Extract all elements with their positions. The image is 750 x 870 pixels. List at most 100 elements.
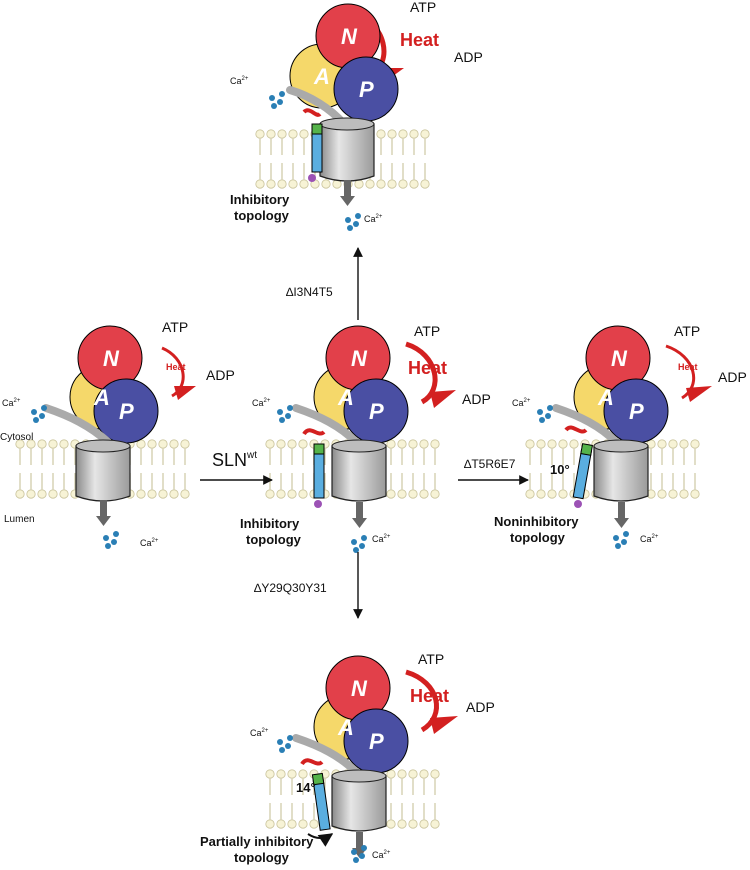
ca-ion bbox=[621, 539, 627, 545]
lipid-head bbox=[690, 439, 700, 449]
lipid-head bbox=[37, 439, 47, 449]
lipid-head bbox=[558, 489, 568, 499]
adp-label: ADP bbox=[466, 699, 495, 715]
lipid-head bbox=[386, 819, 396, 829]
lipid-head bbox=[420, 179, 430, 189]
atp-label: ATP bbox=[414, 323, 440, 339]
lipid-head bbox=[387, 129, 397, 139]
ca-ion bbox=[355, 213, 361, 219]
lipid-head bbox=[430, 489, 440, 499]
lipid-head bbox=[536, 489, 546, 499]
heat-label: Heat bbox=[408, 358, 447, 378]
lipid-head bbox=[397, 439, 407, 449]
label-a: A bbox=[337, 385, 354, 410]
lipid-head bbox=[288, 179, 298, 189]
lipid-head bbox=[657, 489, 667, 499]
label-p: P bbox=[119, 399, 134, 424]
lipid-head bbox=[525, 489, 535, 499]
label-a: A bbox=[597, 385, 614, 410]
panel-wild-type: N A P ATP ADP Heat Ca2+ Ca2+ Cytosol Lum… bbox=[0, 319, 235, 549]
lipid-head bbox=[419, 819, 429, 829]
lipid-head bbox=[299, 129, 309, 139]
lipid-head bbox=[525, 439, 535, 449]
label-n: N bbox=[351, 346, 368, 371]
ca-ion bbox=[353, 221, 359, 227]
ca-ion bbox=[351, 539, 357, 545]
lipid-head bbox=[409, 179, 419, 189]
lipid-head bbox=[299, 179, 309, 189]
lipid-head bbox=[420, 129, 430, 139]
lipid-head bbox=[408, 819, 418, 829]
lipid-head bbox=[169, 439, 179, 449]
sln-green bbox=[311, 123, 323, 135]
label-p: P bbox=[629, 399, 644, 424]
lipid-head bbox=[276, 769, 286, 779]
lipid-head bbox=[37, 489, 47, 499]
ca-in-label: Ca2+ bbox=[2, 398, 21, 408]
lipid-head bbox=[547, 489, 557, 499]
lipid-head bbox=[15, 489, 25, 499]
lipid-head bbox=[376, 129, 386, 139]
heat-arrow bbox=[405, 341, 438, 405]
lipid-head bbox=[169, 489, 179, 499]
tm-top bbox=[319, 117, 375, 131]
lipid-head bbox=[277, 129, 287, 139]
ca-ion bbox=[277, 99, 283, 105]
atp-label: ATP bbox=[410, 0, 436, 15]
heat-label: Heat bbox=[400, 30, 439, 50]
lumen-label: Lumen bbox=[4, 514, 35, 525]
lipid-head bbox=[668, 439, 678, 449]
sln-green bbox=[580, 443, 594, 456]
ca-cluster-out bbox=[103, 531, 119, 549]
adp-label: ADP bbox=[718, 369, 747, 385]
lipid-head bbox=[536, 439, 546, 449]
ca-ion bbox=[279, 417, 285, 423]
ca-ion bbox=[361, 535, 367, 541]
ca-ion bbox=[41, 405, 47, 411]
lipid-head bbox=[158, 489, 168, 499]
tm-top bbox=[593, 439, 649, 453]
lipid-head bbox=[136, 489, 146, 499]
heat-arrowhead bbox=[430, 390, 456, 408]
tm-cylinder bbox=[593, 445, 649, 502]
tm-cylinder bbox=[75, 445, 131, 502]
heat-label: Heat bbox=[678, 362, 698, 372]
label-a: A bbox=[313, 64, 330, 89]
lipid-head bbox=[398, 179, 408, 189]
ca-ion bbox=[279, 91, 285, 97]
heat-label: Heat bbox=[166, 362, 186, 372]
ca-out-arrow bbox=[356, 502, 363, 518]
lipid-head bbox=[309, 819, 319, 829]
lipid-head bbox=[298, 769, 308, 779]
lipid-head bbox=[376, 179, 386, 189]
label-n: N bbox=[103, 346, 120, 371]
topology-label-2: topology bbox=[246, 532, 302, 547]
ca-ion bbox=[33, 417, 39, 423]
lipid-head bbox=[298, 489, 308, 499]
ca-ion bbox=[353, 857, 359, 863]
lipid-head bbox=[276, 439, 286, 449]
arrow-down-label: ∆Y29Q30Y31 bbox=[254, 581, 327, 595]
heat-arrow bbox=[665, 344, 696, 400]
adp-label: ADP bbox=[454, 49, 483, 65]
adp-label: ADP bbox=[206, 367, 235, 383]
lipid-head bbox=[59, 489, 69, 499]
lipid-head bbox=[147, 439, 157, 449]
lipid-head bbox=[419, 769, 429, 779]
label-n: N bbox=[351, 676, 368, 701]
topology-label-2: topology bbox=[234, 208, 290, 223]
sln-green bbox=[311, 772, 325, 786]
ca-out-arrow bbox=[100, 500, 107, 516]
ca-ion bbox=[277, 409, 283, 415]
ca-out-arrowhead bbox=[352, 518, 367, 528]
ca-ion bbox=[285, 743, 291, 749]
ca-cluster-in bbox=[31, 405, 47, 423]
arrow-sln-wt-label: SLNwt bbox=[212, 450, 257, 470]
lipid-head bbox=[48, 489, 58, 499]
ca-ion bbox=[287, 405, 293, 411]
lipid-head bbox=[569, 439, 579, 449]
topology-label-2: topology bbox=[510, 530, 566, 545]
lipid-head bbox=[59, 439, 69, 449]
lipid-head bbox=[265, 439, 275, 449]
ca-ion bbox=[345, 217, 351, 223]
